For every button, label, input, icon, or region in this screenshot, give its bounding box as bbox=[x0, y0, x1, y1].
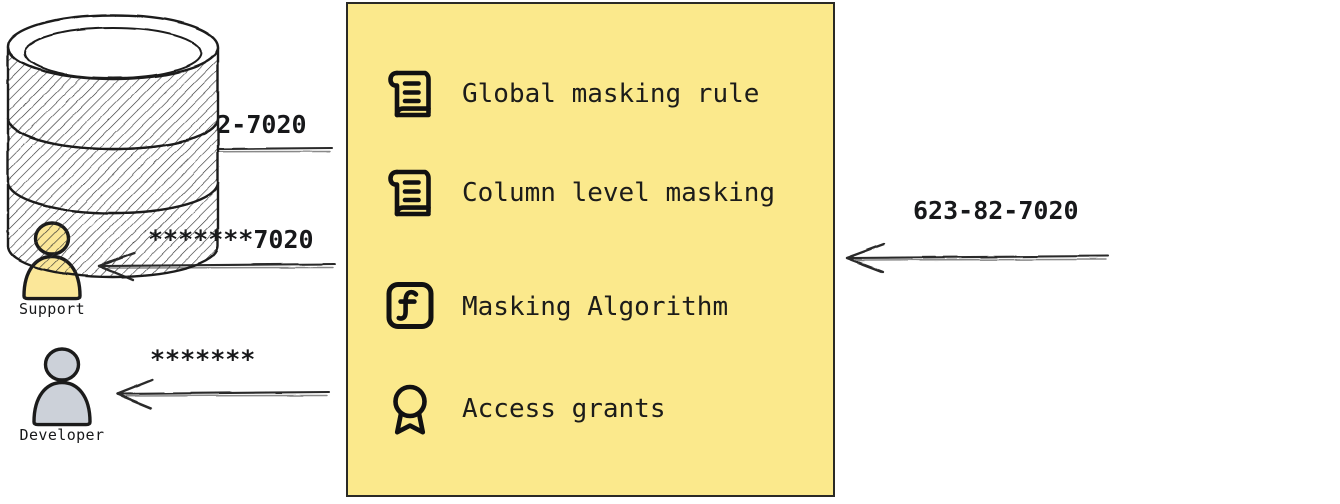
function-icon bbox=[386, 282, 434, 329]
policy-item-label: Masking Algorithm bbox=[462, 292, 729, 322]
actor-developer[interactable]: Developer bbox=[14, 344, 110, 444]
policy-item-access-grants[interactable]: Access grants bbox=[384, 382, 666, 436]
actor-label: Support bbox=[18, 300, 85, 318]
scroll-icon bbox=[388, 169, 431, 217]
flow-label-developer: ******* bbox=[150, 345, 256, 374]
masking-policy-panel: Global masking rule Column level masking bbox=[346, 2, 835, 497]
person-icon bbox=[32, 347, 92, 427]
policy-item-list: Global masking rule Column level masking bbox=[348, 4, 833, 495]
scroll-icon bbox=[388, 70, 431, 118]
policy-item-label: Global masking rule bbox=[462, 79, 760, 109]
policy-item-masking-algorithm[interactable]: Masking Algorithm bbox=[384, 280, 728, 334]
policy-item-global-masking-rule[interactable]: Global masking rule bbox=[384, 67, 759, 121]
flow-label-source: 623-82-7020 bbox=[913, 196, 1079, 225]
policy-item-label: Column level masking bbox=[462, 178, 776, 208]
award-icon bbox=[393, 384, 427, 435]
actor-label: Developer bbox=[19, 426, 105, 444]
policy-item-column-level-masking[interactable]: Column level masking bbox=[384, 166, 775, 220]
policy-item-label: Access grants bbox=[462, 394, 666, 424]
database-icon[interactable] bbox=[0, 0, 226, 288]
